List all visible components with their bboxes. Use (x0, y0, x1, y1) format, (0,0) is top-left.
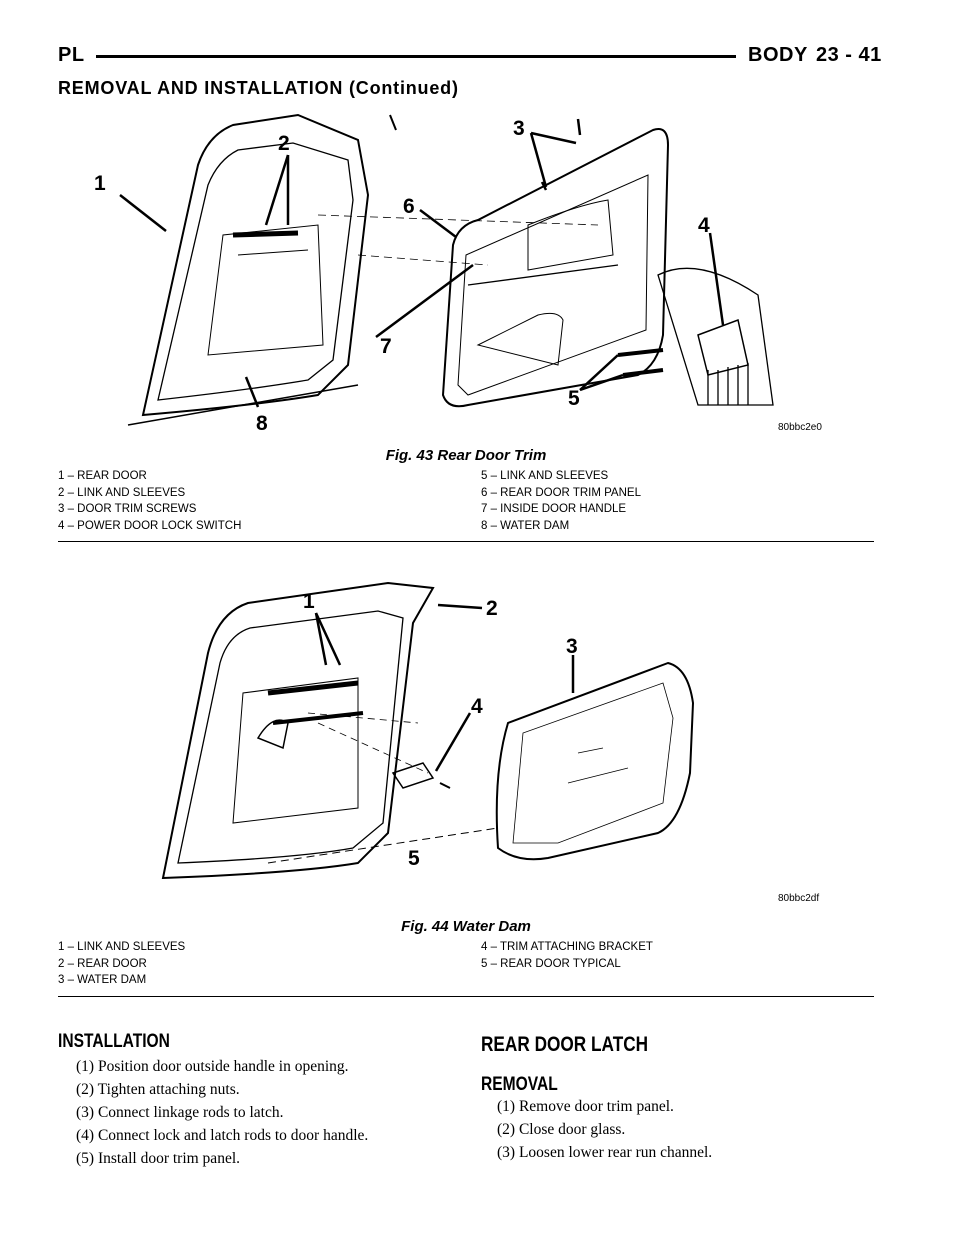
list-item: (1) Remove door trim panel. (497, 1098, 674, 1115)
page-subtitle: REMOVAL AND INSTALLATION (Continued) (58, 78, 459, 98)
fig43-code: 80bbc2e0 (778, 422, 822, 433)
legend-item: 1 – LINK AND SLEEVES (58, 941, 186, 953)
installation-steps: (1) Position door outside handle in open… (76, 1055, 368, 1170)
legend-item: 8 – WATER DAM (481, 519, 570, 532)
fig44-callout-4: 4 (471, 695, 483, 718)
list-item: (5) Install door trim panel. (76, 1150, 240, 1167)
legend-item: 2 – REAR DOOR (58, 957, 147, 970)
list-item: (1) Position door outside handle in open… (76, 1058, 349, 1075)
fig44-code: 80bbc2df (778, 893, 820, 904)
fig44-callout-1: 1 (303, 590, 315, 613)
list-item: (2) Close door glass. (497, 1121, 626, 1138)
fig43-callout-7: 7 (380, 335, 392, 358)
legend-item: 3 – DOOR TRIM SCREWS (58, 503, 197, 515)
legend-item: 4 – POWER DOOR LOCK SWITCH (58, 519, 242, 532)
legend-item: 6 – REAR DOOR TRIM PANEL (481, 486, 641, 499)
fig44-callout-3: 3 (566, 635, 578, 658)
fig43-callout-1: 1 (94, 172, 106, 195)
fig44-illustration: 1 2 3 4 5 (161, 581, 695, 880)
fig44-legend-left: 1 – LINK AND SLEEVES 2 – REAR DOOR 3 – W… (58, 939, 185, 989)
list-item: (4) Connect lock and latch rods to door … (76, 1127, 369, 1144)
legend-item: 5 – LINK AND SLEEVES (481, 470, 609, 482)
list-item: (3) Connect linkage rods to latch. (76, 1104, 284, 1121)
fig44-caption: Fig. 44 Water Dam (401, 918, 531, 935)
header-page-number: 23 - 41 (816, 44, 882, 66)
fig43-callout-6: 6 (403, 195, 415, 218)
fig44-callout-2: 2 (486, 597, 498, 620)
header-section: BODY (748, 44, 808, 66)
legend-item: 2 – LINK AND SLEEVES (58, 486, 186, 499)
installation-heading: INSTALLATION (58, 1031, 170, 1052)
fig44-legend-right: 4 – TRIM ATTACHING BRACKET 5 – REAR DOOR… (481, 939, 653, 972)
legend-item: 7 – INSIDE DOOR HANDLE (481, 503, 627, 515)
fig43-legend-left: 1 – REAR DOOR 2 – LINK AND SLEEVES 3 – D… (58, 468, 241, 534)
removal-steps: (1) Remove door trim panel. (2) Close do… (497, 1095, 712, 1164)
legend-item: 3 – WATER DAM (58, 974, 147, 986)
legend-item: 5 – REAR DOOR TYPICAL (481, 957, 621, 970)
fig43-legend-right: 5 – LINK AND SLEEVES 6 – REAR DOOR TRIM … (481, 468, 641, 534)
fig43-callout-4: 4 (698, 214, 710, 237)
fig43-callout-5: 5 (568, 387, 580, 410)
fig43-illustration: 1 2 3 4 5 6 7 8 (94, 113, 774, 435)
fig43-divider (58, 541, 874, 542)
legend-item: 1 – REAR DOOR (58, 470, 147, 482)
fig44-callout-5: 5 (408, 847, 420, 870)
header-rule (96, 55, 736, 58)
fig44-divider (58, 996, 874, 997)
fig43-callout-8: 8 (256, 412, 268, 435)
header-pl: PL (58, 44, 85, 66)
list-item: (2) Tighten attaching nuts. (76, 1081, 240, 1098)
fig43-callout-2: 2 (278, 132, 290, 155)
list-item: (3) Loosen lower rear run channel. (497, 1144, 713, 1161)
removal-heading: REMOVAL (481, 1074, 558, 1095)
legend-item: 4 – TRIM ATTACHING BRACKET (481, 941, 653, 953)
fig43-callout-3: 3 (513, 117, 525, 140)
rear-latch-heading: REAR DOOR LATCH (481, 1033, 649, 1056)
fig43-caption: Fig. 43 Rear Door Trim (385, 447, 547, 464)
